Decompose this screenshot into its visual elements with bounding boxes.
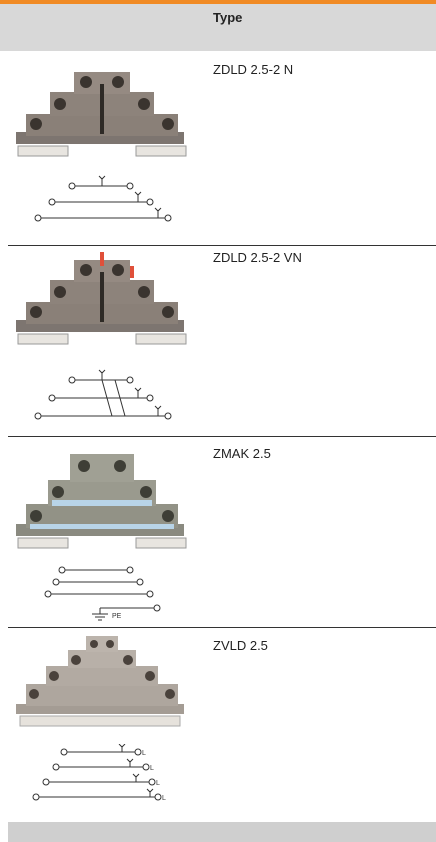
row-title: ZDLD 2.5-2 VN	[213, 250, 302, 265]
terminal-block-image	[16, 636, 184, 727]
l-label: L	[162, 795, 166, 802]
wiring-schematic: L L L L	[32, 744, 166, 802]
l-label: L	[150, 765, 154, 772]
terminal-block-image	[16, 454, 187, 549]
l-label: L	[156, 780, 160, 787]
accent-bar	[0, 0, 436, 4]
row-title: ZMAK 2.5	[213, 446, 271, 461]
row-title: ZVLD 2.5	[213, 638, 268, 653]
wiring-schematic	[34, 175, 172, 222]
terminal-block-image	[16, 72, 187, 157]
wiring-schematic: PE	[44, 566, 161, 621]
column-title-type: Type	[213, 10, 243, 25]
row-divider	[8, 245, 436, 246]
row-divider	[8, 627, 436, 628]
row-title: ZDLD 2.5-2 N	[213, 62, 294, 77]
terminal-block-image	[16, 252, 187, 345]
row-divider	[8, 436, 436, 437]
pe-label: PE	[112, 613, 122, 620]
wiring-schematic	[34, 369, 172, 420]
table-header: Type	[0, 4, 436, 51]
table-footer	[8, 822, 436, 842]
l-label: L	[142, 750, 146, 757]
